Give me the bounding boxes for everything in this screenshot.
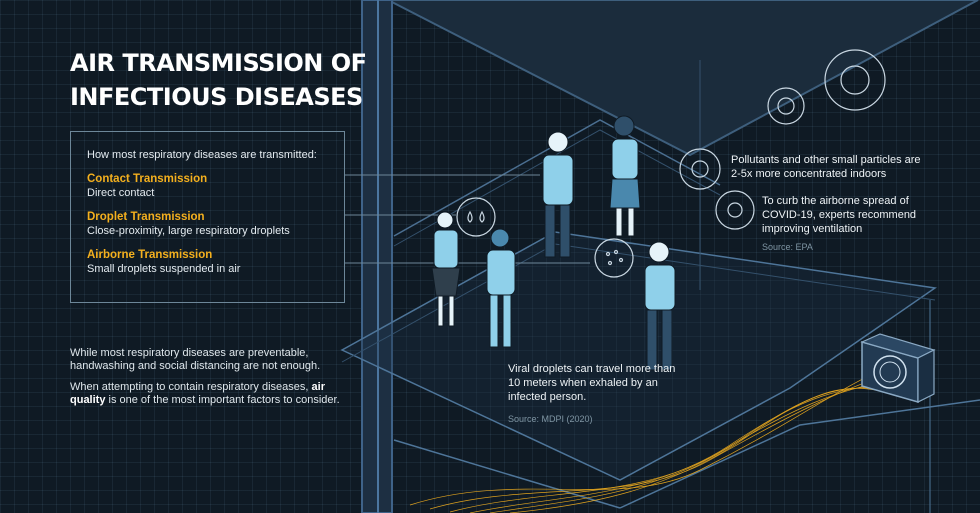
person-figure — [486, 228, 516, 348]
transmission-intro: How most respiratory diseases are transm… — [87, 149, 317, 161]
person-figure — [542, 131, 574, 258]
mode-name: Contact Transmission — [87, 173, 208, 185]
page-title: AIR TRANSMISSION OF INFECTIOUS DISEASES — [70, 46, 367, 114]
person-figure — [431, 211, 461, 327]
pollutants-callout: Pollutants and other small particles are… — [731, 154, 921, 180]
droplets-callout: Viral droplets can travel more than 10 m… — [508, 363, 676, 403]
mode-name: Droplet Transmission — [87, 211, 205, 223]
transmission-box: How most respiratory diseases are transm… — [70, 131, 345, 303]
water-droplets-icon — [456, 197, 634, 278]
prevention-note: While most respiratory diseases are prev… — [70, 347, 321, 372]
air-flow-icon — [409, 369, 901, 513]
transmission-mode-contact: Contact Transmission Direct contact — [87, 172, 344, 200]
air-quality-note-end: is one of the most important factors to … — [105, 394, 340, 406]
mode-description: Direct contact — [87, 187, 155, 199]
virus-icon — [679, 49, 886, 230]
air-quality-emphasis: air quality — [70, 381, 325, 406]
transmission-mode-airborne: Airborne Transmission Small droplets sus… — [87, 248, 344, 276]
mode-description: Small droplets suspended in air — [87, 263, 241, 275]
title-line-2: INFECTIOUS DISEASES — [70, 83, 363, 111]
droplets-source: Source: MDPI (2020) — [508, 414, 593, 424]
ventilation-unit-icon — [860, 333, 936, 403]
transmission-mode-droplet: Droplet Transmission Close-proximity, la… — [87, 210, 344, 238]
person-figure — [609, 115, 641, 237]
title-line-1: AIR TRANSMISSION OF — [70, 49, 367, 77]
mode-description: Close-proximity, large respiratory dropl… — [87, 225, 290, 237]
ventilation-callout: To curb the airborne spread of COVID-19,… — [762, 195, 917, 235]
person-figure — [644, 241, 676, 371]
floor-plane — [340, 231, 937, 481]
ceiling — [387, 0, 979, 157]
air-quality-note-start: When attempting to contain respiratory d… — [70, 381, 312, 393]
air-quality-note: When attempting to contain respiratory d… — [70, 381, 360, 407]
mode-name: Airborne Transmission — [87, 249, 213, 261]
ventilation-source: Source: EPA — [762, 242, 813, 252]
